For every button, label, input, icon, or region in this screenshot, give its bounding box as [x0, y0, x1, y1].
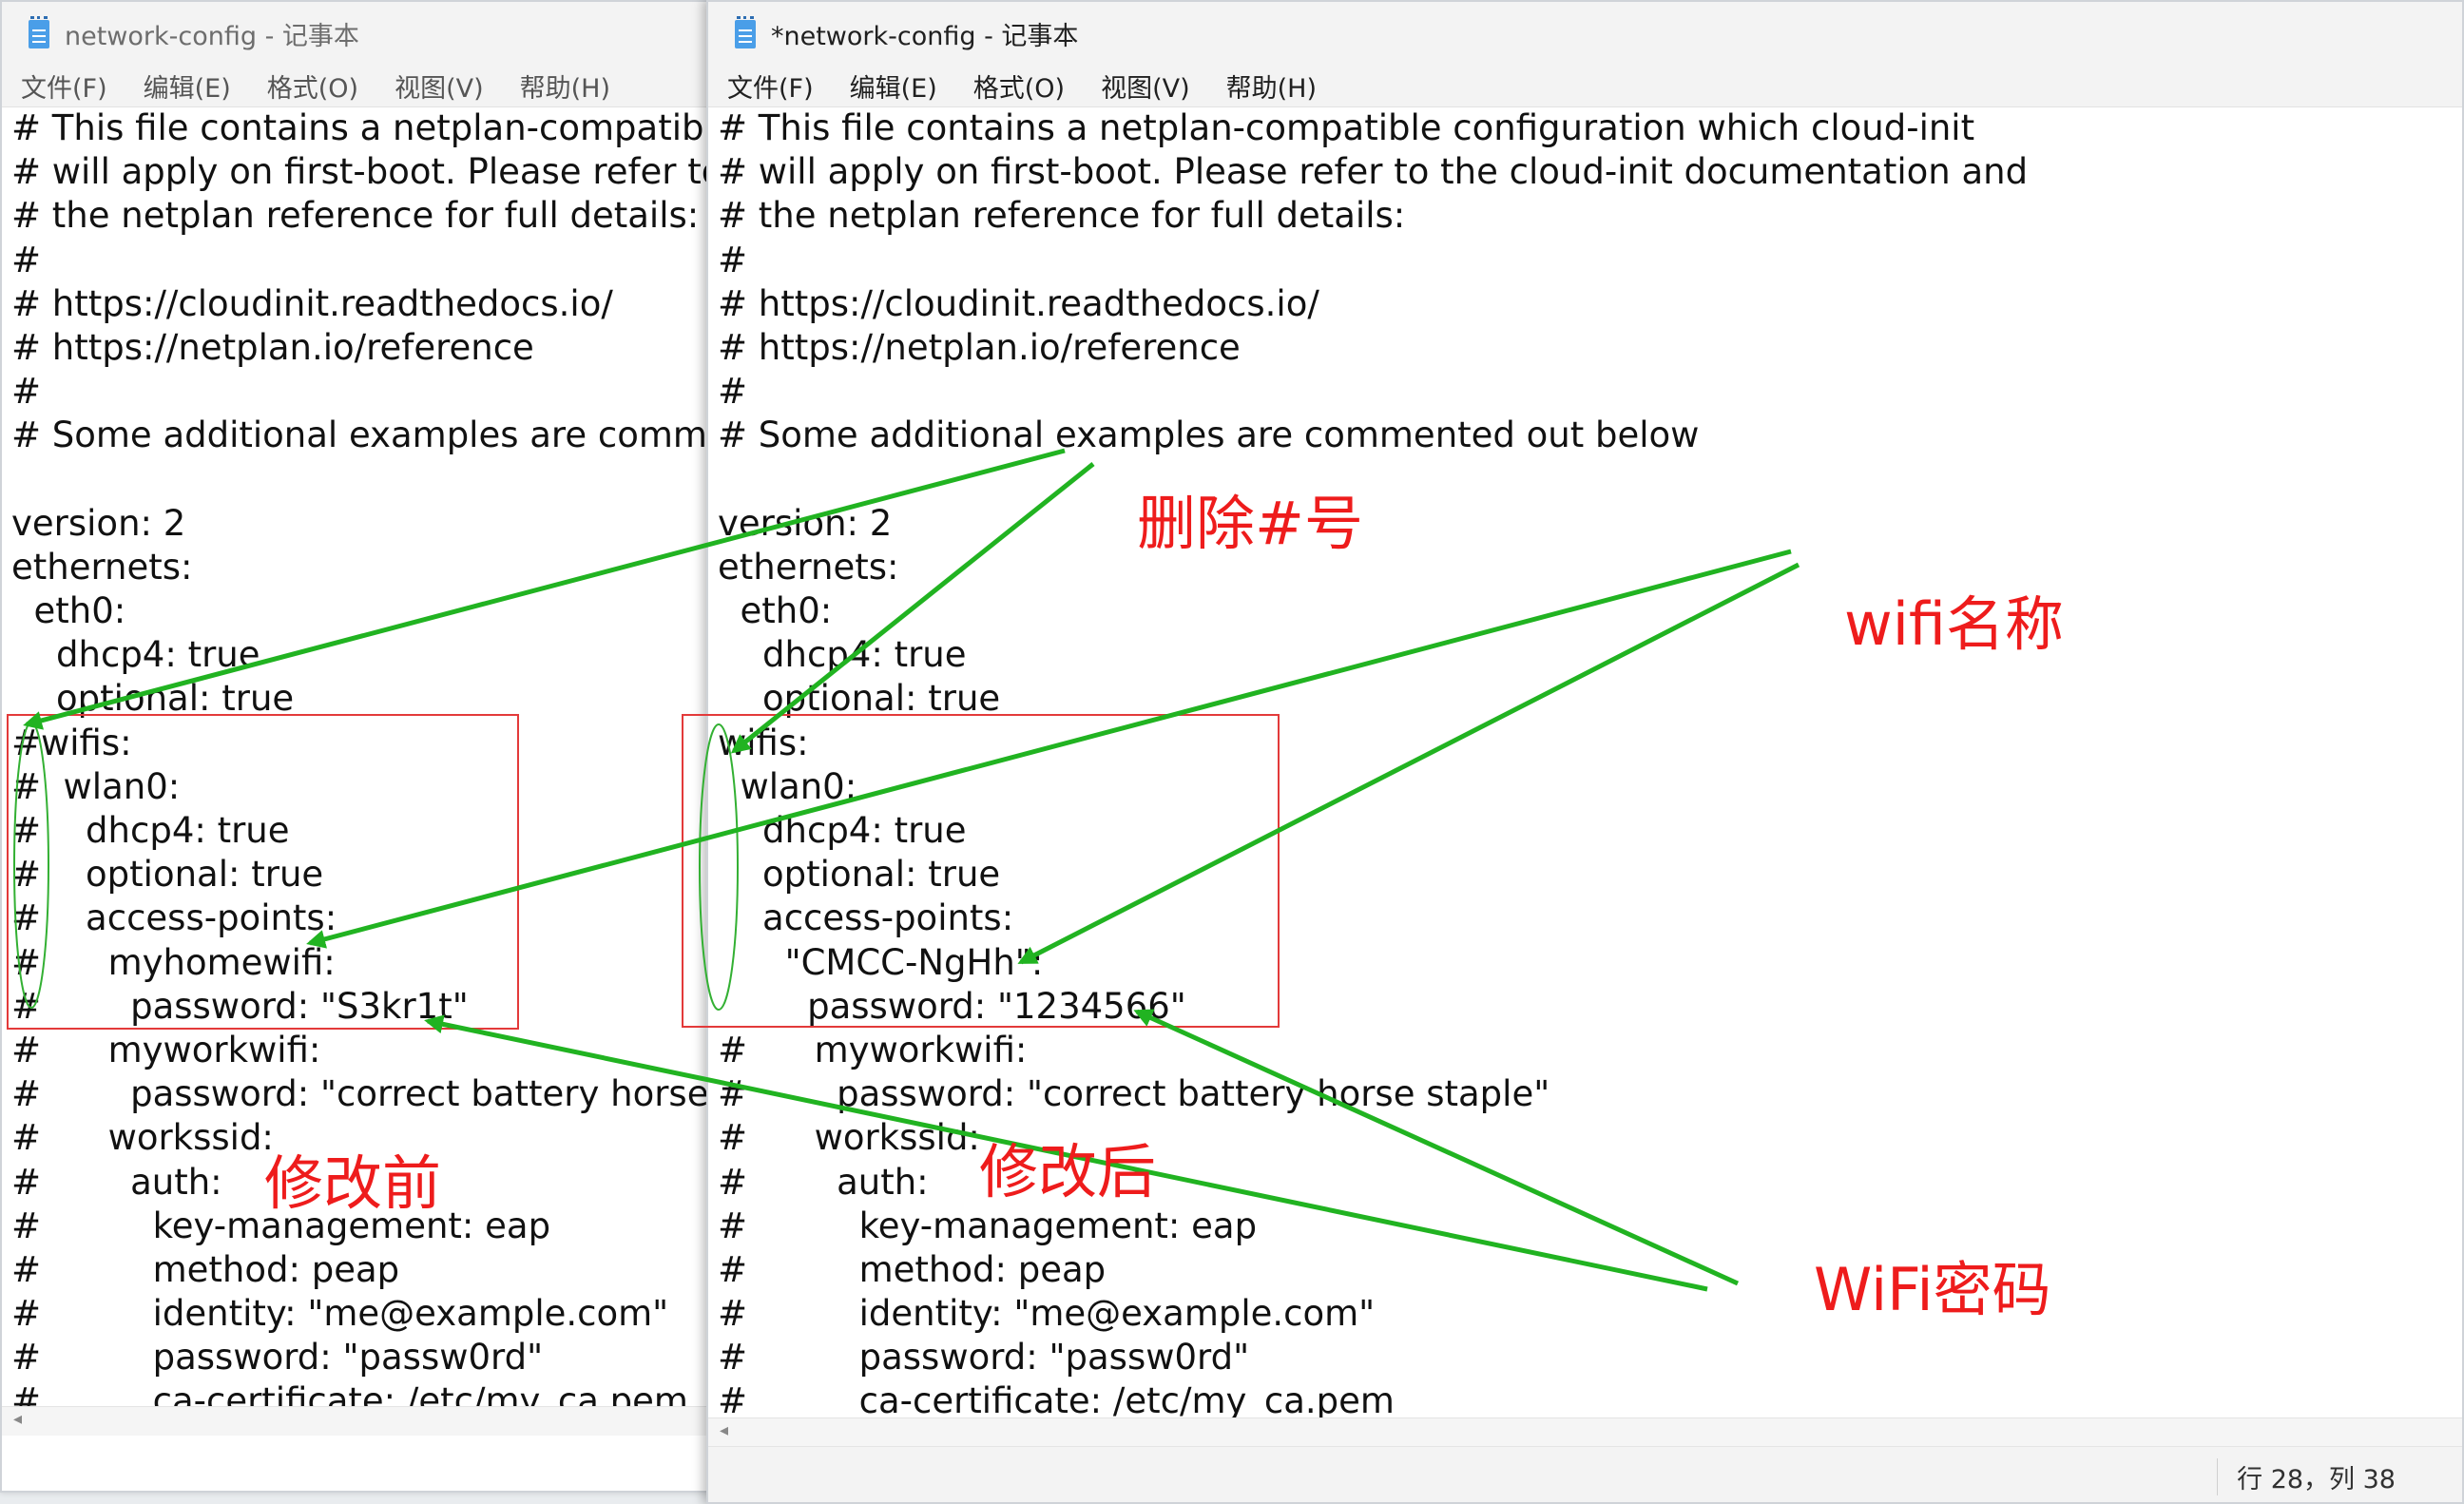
code-line: # will apply on first-boot. Please refer… [718, 151, 2029, 193]
horizontal-scrollbar[interactable]: ◂ [708, 1417, 2462, 1447]
code-line: # identity: "me@example.com" [11, 1293, 669, 1335]
code-line: wifis: [718, 722, 809, 763]
code-line: dhcp4: true [11, 634, 260, 676]
title-bar[interactable]: network-config - 记事本 [2, 2, 713, 65]
menu-view[interactable]: 视图(V) [395, 73, 484, 104]
code-line [718, 458, 2462, 502]
cursor-position: 行 28，列 38 [2217, 1458, 2396, 1495]
code-line: "CMCC-NgHh": [718, 941, 1044, 983]
code-line: # method: peap [11, 1248, 400, 1290]
code-line: # [11, 239, 42, 280]
code-line: # optional: true [11, 854, 324, 896]
code-line: # This file contains a netplan-compatibl… [11, 107, 713, 148]
menu-format[interactable]: 格式(O) [266, 73, 359, 104]
code-line: dhcp4: true [718, 810, 967, 851]
menu-file[interactable]: 文件(F) [727, 73, 814, 104]
notepad-window-after: *network-config - 记事本 文件(F) 编辑(E) 格式(O) … [706, 0, 2464, 1504]
code-line: # ca-certificate: /etc/my_ca.pem [718, 1380, 1395, 1418]
code-line: # This file contains a netplan-compatibl… [718, 107, 1975, 148]
code-line: # password: "correct battery horse sta [11, 1073, 713, 1115]
code-line: # https://netplan.io/reference [11, 326, 534, 368]
menu-edit[interactable]: 编辑(E) [849, 73, 937, 104]
code-line: # [718, 371, 748, 413]
code-line [11, 458, 713, 502]
scroll-left-arrow-icon[interactable]: ◂ [13, 1409, 23, 1429]
menu-bar: 文件(F) 编辑(E) 格式(O) 视图(V) 帮助(H) [2, 65, 713, 107]
code-line: wlan0: [718, 765, 857, 807]
code-line: # auth: [11, 1161, 222, 1203]
scroll-left-arrow-icon[interactable]: ◂ [720, 1420, 729, 1440]
code-line: # myhomewifi: [11, 941, 336, 983]
code-line: # myworkwifi: [11, 1029, 321, 1070]
annotation-wifi-password: WiFi密码 [1814, 1255, 2051, 1324]
code-line: # password: "passw0rd" [11, 1337, 544, 1379]
code-line: # https://netplan.io/reference [718, 326, 1241, 368]
window-title: network-config - 记事本 [65, 21, 359, 51]
code-line: # password: "S3kr1t" [11, 985, 469, 1027]
code-line: optional: true [718, 678, 1001, 720]
code-line: # [718, 239, 748, 280]
code-line: # method: peap [718, 1248, 1107, 1290]
code-line: # workssid: [11, 1117, 274, 1159]
code-line: # key-management: eap [718, 1205, 1258, 1246]
notepad-icon [733, 16, 758, 50]
code-line: optional: true [11, 678, 295, 720]
code-line: access-points: [718, 897, 1014, 939]
menu-bar: 文件(F) 编辑(E) 格式(O) 视图(V) 帮助(H) [708, 65, 2462, 107]
code-line: #wifis: [11, 722, 132, 763]
menu-help[interactable]: 帮助(H) [519, 73, 610, 104]
code-line: # myworkwifi: [718, 1029, 1028, 1070]
menu-view[interactable]: 视图(V) [1101, 73, 1190, 104]
horizontal-scrollbar[interactable]: ◂ [2, 1406, 713, 1436]
notepad-window-before: network-config - 记事本 文件(F) 编辑(E) 格式(O) 视… [0, 0, 715, 1493]
status-bar: 行 28，列 38 [708, 1446, 2462, 1502]
code-line: # Some additional examples are comment [11, 415, 713, 456]
code-line: eth0: [11, 590, 126, 632]
notepad-icon [27, 16, 51, 50]
annotation-delete-hash: 删除#号 [1137, 489, 1363, 558]
menu-format[interactable]: 格式(O) [972, 73, 1066, 104]
code-line: eth0: [718, 590, 833, 632]
code-line: version: 2 [11, 502, 186, 544]
code-line: # access-points: [11, 897, 337, 939]
code-line: # password: "correct battery horse stapl… [718, 1073, 1550, 1115]
code-line: dhcp4: true [718, 634, 967, 676]
text-editor-area[interactable]: # This file contains a netplan-compatibl… [708, 106, 2462, 1418]
annotation-before: 修改前 [264, 1148, 442, 1218]
code-line: optional: true [718, 854, 1001, 896]
code-line: # wlan0: [11, 765, 181, 807]
code-line: # key-management: eap [11, 1205, 551, 1246]
annotation-wifi-name: wifi名称 [1844, 589, 2064, 659]
code-line: # [11, 371, 42, 413]
title-bar[interactable]: *network-config - 记事本 [708, 2, 2462, 65]
code-line: # password: "passw0rd" [718, 1337, 1250, 1379]
window-title: *network-config - 记事本 [771, 21, 1079, 51]
menu-file[interactable]: 文件(F) [21, 73, 107, 104]
code-line: # identity: "me@example.com" [718, 1293, 1376, 1335]
code-line: # https://cloudinit.readthedocs.io/ [718, 282, 1319, 324]
code-line: # ca-certificate: /etc/my_ca.pem [11, 1380, 688, 1407]
code-line: # dhcp4: true [11, 810, 290, 851]
code-line: ethernets: [718, 546, 899, 588]
code-line: # Some additional examples are commented… [718, 415, 1700, 456]
code-line: # the netplan reference for full details… [718, 195, 1406, 237]
code-line: # https://cloudinit.readthedocs.io/ [11, 282, 613, 324]
code-line: # the netplan reference for full details… [11, 195, 700, 237]
annotation-after: 修改后 [979, 1137, 1157, 1206]
code-line: version: 2 [718, 502, 893, 544]
menu-edit[interactable]: 编辑(E) [143, 73, 231, 104]
code-line: password: "1234566" [718, 985, 1186, 1027]
code-line: # will apply on first-boot. Please refer… [11, 151, 713, 193]
menu-help[interactable]: 帮助(H) [1225, 73, 1317, 104]
code-line: ethernets: [11, 546, 193, 588]
